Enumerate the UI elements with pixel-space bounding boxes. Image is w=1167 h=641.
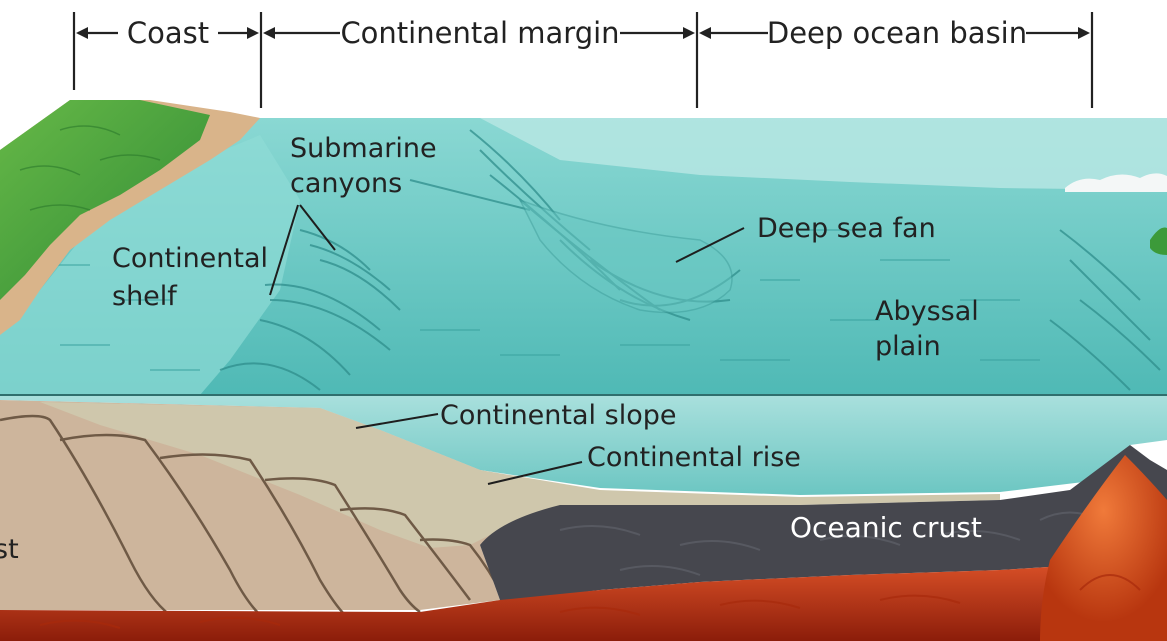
label-abyssal-plain-line2: plain — [875, 331, 941, 362]
header-continental-margin: Continental margin — [340, 16, 619, 50]
label-oceanic-crust: Oceanic crust — [790, 511, 982, 544]
label-deep-sea-fan: Deep sea fan — [757, 213, 936, 244]
label-continental-slope: Continental slope — [440, 400, 676, 431]
label-continental-rise: Continental rise — [587, 442, 801, 473]
label-abyssal-plain-line1: Abyssal — [875, 296, 979, 327]
label-submarine-canyons-line2: canyons — [290, 168, 402, 199]
header-coast: Coast — [127, 16, 209, 50]
label-continental-shelf-line1: Continental — [112, 243, 268, 274]
header-deep-ocean-basin: Deep ocean basin — [767, 16, 1027, 50]
label-cropped-fragment: st — [0, 534, 19, 565]
label-submarine-canyons-line1: Submarine — [290, 133, 437, 164]
label-continental-shelf-line2: shelf — [112, 281, 178, 312]
